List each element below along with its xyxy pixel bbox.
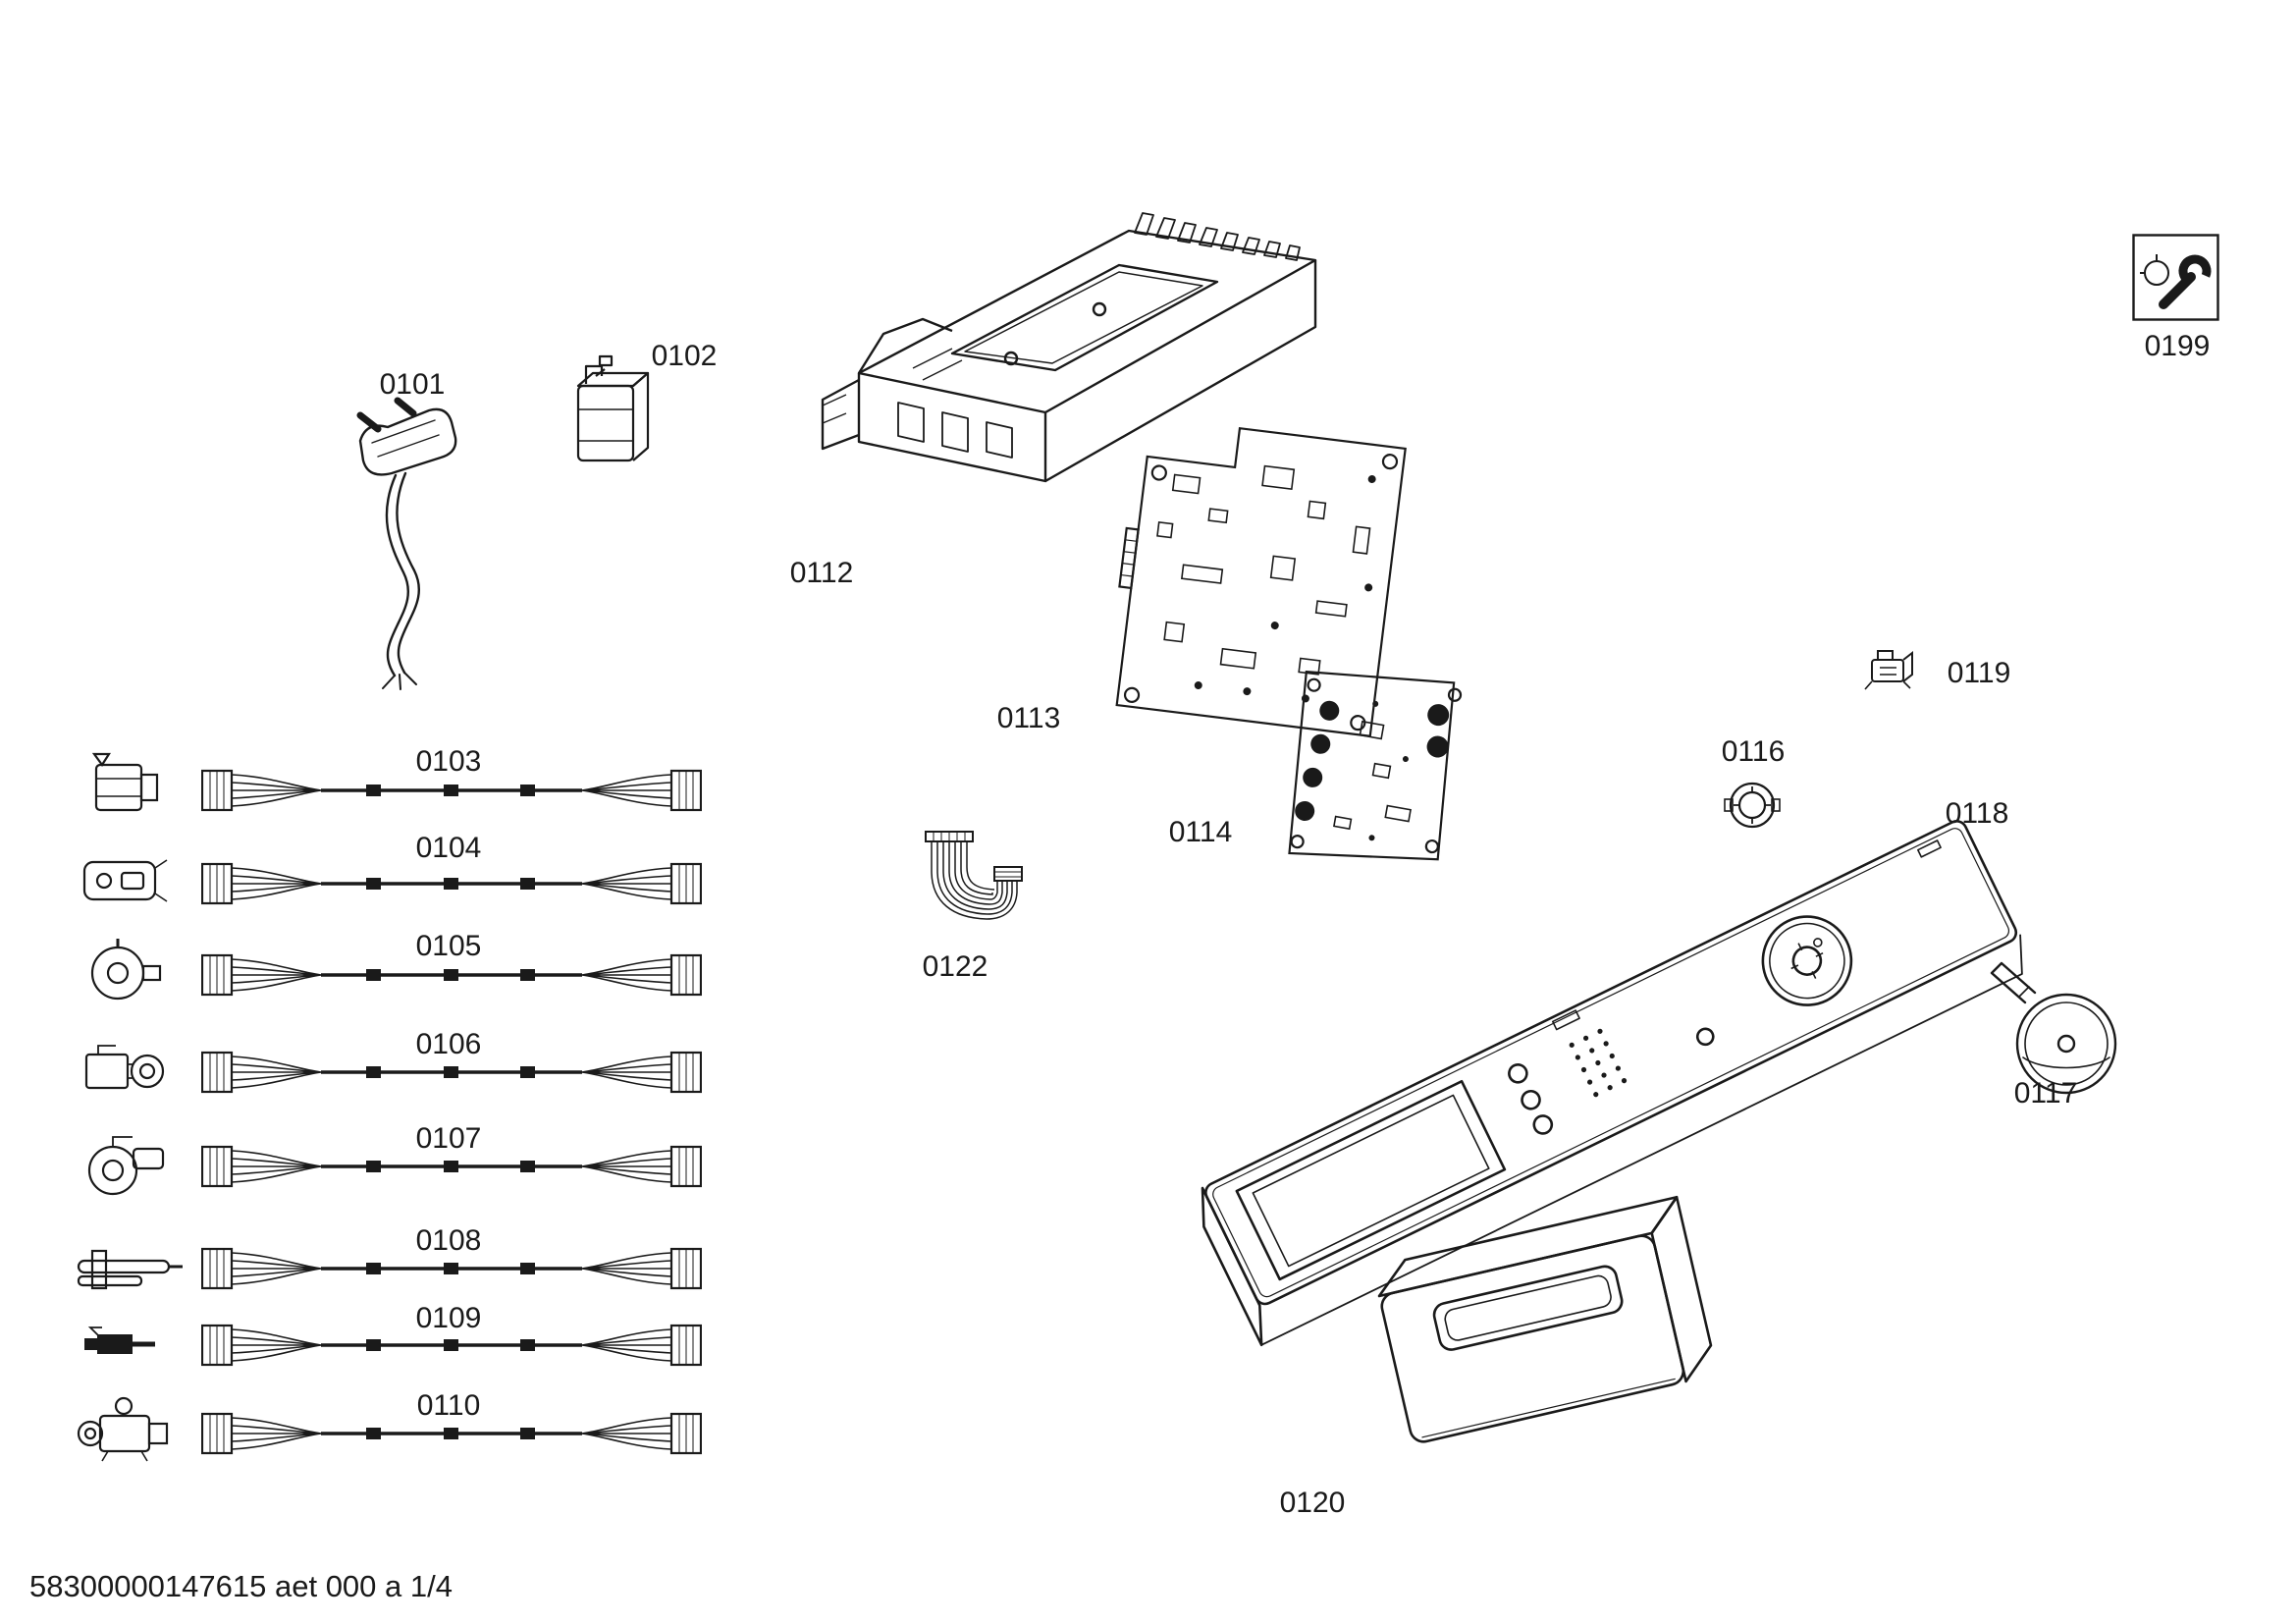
part-label-0120: 0120 [1279, 1487, 1346, 1519]
cable-harness-drawing [201, 1239, 702, 1298]
part-label-0114: 0114 [1168, 816, 1233, 848]
part-label-0122: 0122 [922, 950, 988, 983]
power-pcb-drawing [1288, 670, 1463, 861]
part-label-0103: 0103 [415, 745, 482, 778]
harness-row-0107 [69, 1119, 736, 1214]
push-button-drawing [1724, 782, 1781, 829]
drain-pump-icon [87, 1136, 165, 1196]
part-label-0101: 0101 [379, 368, 446, 401]
part-label-0199: 0199 [2144, 330, 2211, 362]
control-module-housing-drawing [821, 212, 1317, 483]
harness-row-0105 [69, 928, 736, 1022]
power-cord-drawing [356, 397, 457, 690]
part-label-0112: 0112 [789, 557, 854, 589]
service-wrench-icon [2132, 234, 2219, 321]
main-pcb-drawing [1115, 426, 1407, 737]
cable-harness-drawing [201, 761, 702, 820]
harness-row-0106 [69, 1025, 736, 1119]
part-label-0113: 0113 [996, 702, 1061, 734]
part-label-0118: 0118 [1945, 797, 2009, 830]
temperature-sensor-icon [84, 1326, 155, 1354]
part-label-0109: 0109 [415, 1302, 482, 1334]
cable-harness-drawing [201, 1043, 702, 1102]
part-label-0104: 0104 [415, 832, 482, 864]
cable-harness-drawing [201, 1137, 702, 1196]
cable-harness-drawing [201, 946, 702, 1004]
water-valve-icon [77, 1396, 169, 1462]
harness-row-0109 [69, 1298, 736, 1392]
dispenser-drawer-drawing [1377, 1195, 1713, 1443]
cable-harness-drawing [201, 854, 702, 913]
control-panel-drawing [1201, 820, 2023, 1347]
document-number: 58300000147615 aet 000 a 1/4 [29, 1569, 453, 1603]
door-interlock-icon [91, 752, 159, 812]
pressure-switch-icon [90, 939, 162, 1001]
harness-row-0104 [69, 837, 736, 931]
part-label-0102: 0102 [651, 340, 718, 372]
cable-harness-drawing [201, 1404, 702, 1463]
part-label-0110: 0110 [416, 1389, 481, 1422]
suppressor-drawing [576, 354, 650, 462]
harness-row-0110 [69, 1386, 736, 1481]
mounting-clip-drawing [1864, 650, 1913, 690]
harness-row-0108 [69, 1221, 736, 1316]
rotary-knob-drawing [1990, 961, 2117, 1095]
part-label-0119: 0119 [1947, 657, 2011, 689]
cable-harness-drawing [201, 1316, 702, 1375]
door-lock-icon [82, 859, 168, 902]
dispenser-valve-icon [84, 1045, 165, 1090]
part-label-0116: 0116 [1721, 735, 1786, 768]
part-label-0107: 0107 [415, 1122, 482, 1155]
part-label-0105: 0105 [415, 930, 482, 962]
ribbon-cable-drawing [925, 831, 1023, 920]
part-label-0106: 0106 [415, 1028, 482, 1060]
heating-element-icon [77, 1249, 183, 1290]
part-label-0108: 0108 [415, 1224, 482, 1257]
harness-row-0103 [69, 743, 736, 838]
